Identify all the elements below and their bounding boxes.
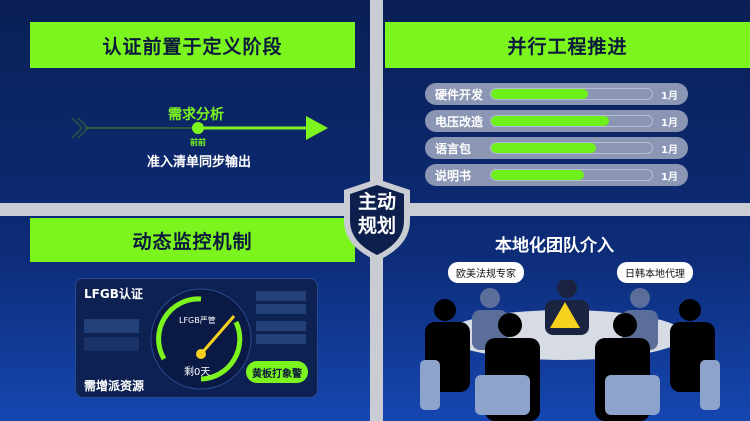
stage-label: 需求分析 — [168, 107, 224, 123]
progress-track — [490, 88, 653, 100]
row-value: 1月 — [661, 144, 678, 156]
center-badge-text: 主动 规划 — [355, 190, 399, 238]
speech-bubble-right: 日韩本地代理 — [617, 262, 693, 283]
progress-row: 语言包 1月 — [425, 137, 688, 159]
badge-line-2: 规划 — [357, 215, 396, 237]
progress-row: 硬件开发 1月 — [425, 83, 688, 105]
progress-track — [490, 142, 653, 154]
banner-top-left: 认证前置于定义阶段 — [30, 22, 355, 68]
monitor-panel: LFGB认证 需增派资源 LFGB严管 剩0天 黄板打象警 — [75, 278, 318, 398]
alert-button[interactable]: 黄板打象警 — [246, 361, 308, 383]
progress-row: 电压改造 1月 — [425, 110, 688, 132]
placeholder-row — [256, 321, 306, 331]
gauge-label: LFGB严管 — [179, 316, 216, 325]
caption: 准入清单同步输出 — [147, 155, 252, 170]
row-value: 1月 — [661, 90, 678, 102]
team-title: 本地化团队介入 — [495, 236, 614, 256]
row-label: 硬件开发 — [435, 87, 484, 102]
speech-bubble-left: 欧美法规专家 — [448, 262, 524, 283]
progress-track — [490, 115, 653, 127]
timeline-node — [192, 122, 204, 134]
gauge — [150, 288, 252, 390]
banner-bottom-left: 动态监控机制 — [30, 218, 355, 262]
meeting-illustration — [420, 280, 720, 421]
progress-fill — [491, 89, 588, 99]
placeholder-row — [256, 304, 306, 314]
badge-line-1: 主动 — [357, 191, 396, 213]
progress-row: 说明书 1月 — [425, 164, 688, 186]
progress-fill — [491, 143, 596, 153]
node-label: 前前 — [190, 138, 206, 147]
progress-fill — [491, 170, 585, 180]
row-label: 说明书 — [435, 168, 472, 183]
placeholder-row — [256, 291, 306, 301]
row-label: 语言包 — [435, 141, 472, 156]
warning-icon — [550, 302, 580, 328]
timeline-arrow — [71, 116, 328, 140]
panel-title: LFGB认证 — [84, 287, 143, 301]
gauge-caption: 剩0天 — [184, 367, 211, 378]
placeholder-row — [84, 337, 139, 351]
progress-fill — [491, 116, 609, 126]
shield-icon — [344, 179, 410, 261]
row-value: 1月 — [661, 117, 678, 129]
progress-track — [490, 169, 653, 181]
placeholder-row — [256, 334, 306, 344]
row-value: 1月 — [661, 171, 678, 183]
banner-top-right: 并行工程推进 — [385, 22, 750, 68]
panel-footer: 需增派资源 — [84, 379, 145, 393]
placeholder-row — [84, 319, 139, 333]
row-label: 电压改造 — [435, 114, 484, 129]
